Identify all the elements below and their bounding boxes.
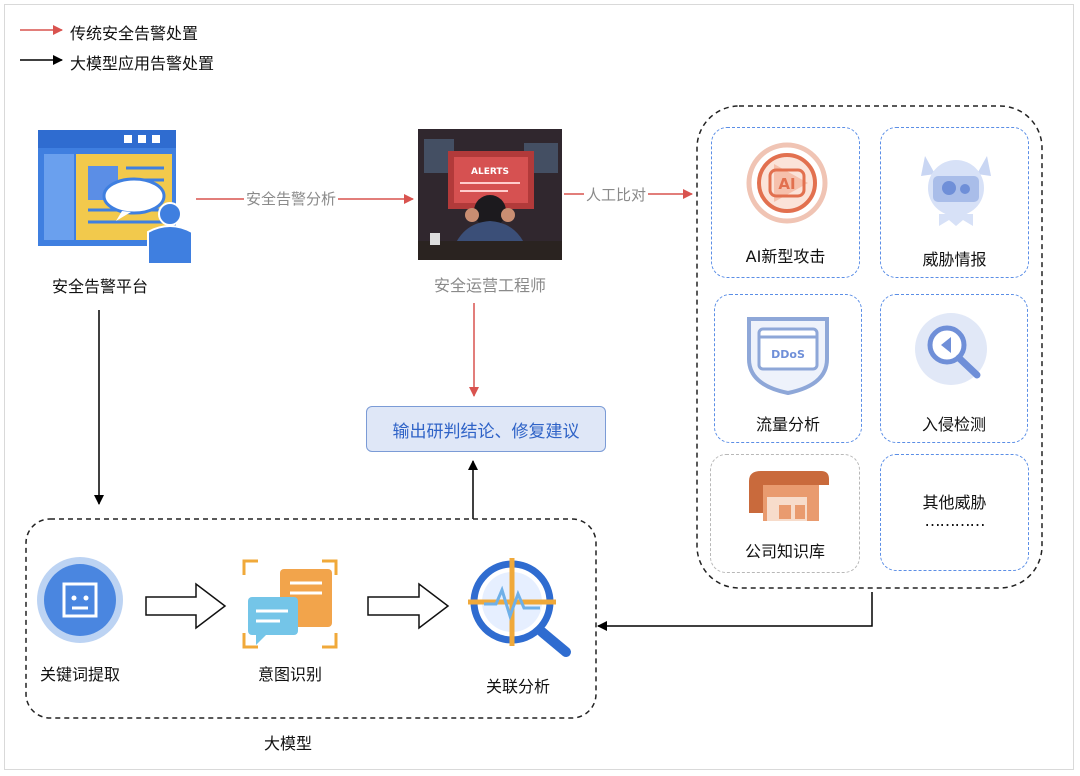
card-other-dots: ………… [924,511,986,530]
correlation-analysis-label: 关联分析 [485,677,550,696]
kb-group-border [696,105,1043,589]
intrusion-icon [915,313,987,385]
edge-kb-to-correlation [597,592,873,631]
card-company-kb-label: 公司知识库 [744,542,825,561]
engineer-label: 安全运营工程师 [433,276,546,295]
card-threat-intel-label: 威胁情报 [922,250,987,269]
edge-label-compare: 人工比对 [584,184,649,205]
engineer-image: ALERTS [418,129,562,260]
card-intrusion: 入侵检测 [880,294,1028,443]
intent-recognition-icon [242,559,338,649]
card-ai-attack-label: AI新型攻击 [745,247,826,266]
card-other-label: 其他威胁 [922,493,987,512]
traffic-icon: DDoS [747,317,829,396]
card-intrusion-label: 入侵检测 [921,415,986,434]
alert-platform-label: 安全告警平台 [51,277,148,296]
card-company-kb: 公司知识库 [710,454,860,573]
intent-recognition-label: 意图识别 [257,665,322,684]
card-traffic-label: 流量分析 [755,415,820,434]
result-box: 输出研判结论、修复建议 [366,406,606,452]
hollow-arrow-2 [367,582,450,630]
card-ai-attack: AI AI新型攻击 [711,127,860,278]
hollow-arrow-1 [145,582,227,630]
card-threat-intel: 威胁情报 [880,127,1029,278]
llm-group-label: 大模型 [263,734,312,753]
ai-badge-text: AI [778,175,795,193]
ddos-badge-text: DDoS [771,348,805,361]
card-other: 其他威胁 ………… [880,454,1029,571]
engineer-screen-text: ALERTS [471,167,509,177]
legend-llm-label: 大模型应用告警处置 [70,54,215,73]
outer-frame [4,4,1074,770]
threat-intel-icon [921,156,991,226]
company-kb-icon [749,471,829,521]
ai-attack-icon: AI [746,142,828,224]
keyword-extract-icon [37,557,123,643]
alert-platform-icon [38,130,193,265]
legend-traditional-label: 传统安全告警处置 [70,24,199,43]
edge-label-analysis: 安全告警分析 [244,188,339,209]
llm-group-border [25,518,597,719]
keyword-extract-label: 关键词提取 [39,665,120,684]
correlation-analysis-icon [468,558,571,657]
card-traffic: DDoS 流量分析 [714,294,862,443]
